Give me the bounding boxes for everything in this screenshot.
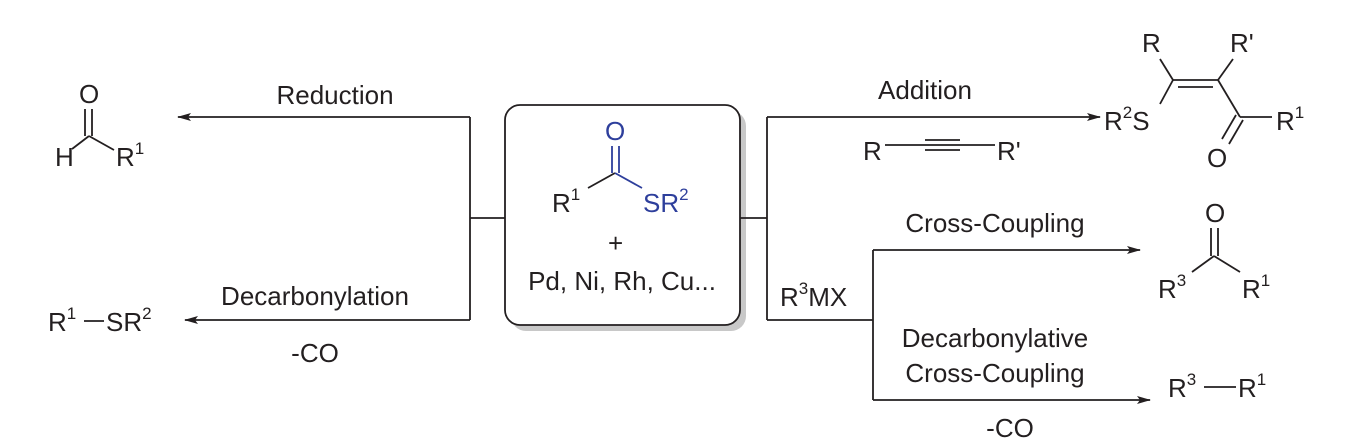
thioester-r1: R1 [552, 185, 580, 218]
addition-label: Addition [878, 75, 972, 105]
decarbonylative-label-2: Cross-Coupling [905, 358, 1084, 388]
coupled-r1: R1 [1238, 370, 1266, 403]
bond [1213, 255, 1241, 273]
bond [1217, 58, 1234, 81]
aldehyde-product: O H R1 [55, 79, 144, 172]
vinyl-sulfide-product: R R' R2S O R1 [1104, 28, 1304, 173]
product-r2s: R2S [1104, 103, 1150, 136]
sulfide-sr2: SR2 [106, 304, 152, 337]
aldehyde-oxygen: O [79, 79, 99, 109]
box-frame [504, 104, 741, 326]
bond [71, 135, 90, 150]
plus-sign: + [608, 228, 623, 258]
cross-coupling-label: Cross-Coupling [905, 208, 1084, 238]
bond [1159, 79, 1174, 105]
aldehyde-r1: R1 [116, 139, 144, 172]
thioester-sr2: SR2 [643, 185, 689, 218]
ketone-r1: R1 [1242, 271, 1270, 304]
bond [1191, 255, 1215, 273]
coupled-r3: R3 [1168, 370, 1196, 403]
coupled-product: R3 R1 [1168, 370, 1266, 403]
alkyne-reagent: R R' [863, 136, 1021, 166]
bond [88, 135, 115, 151]
ketone-oxygen: O [1205, 198, 1225, 228]
reagent-r3mx: R3MX [780, 279, 847, 312]
bond [1217, 79, 1241, 118]
ketone-r3: R3 [1158, 271, 1186, 304]
decarbonylative-minus-co: -CO [986, 413, 1034, 443]
bond [1221, 114, 1237, 140]
sulfide-r1: R1 [48, 304, 76, 337]
thioester-oxygen: O [605, 116, 625, 146]
alkyne-rprime: R' [997, 136, 1021, 166]
product-r: R [1142, 28, 1161, 58]
alkyne-r: R [863, 136, 882, 166]
reduction-label: Reduction [276, 80, 393, 110]
catalyst-box: O R1 SR2 + Pd, Ni, Rh, Cu... [504, 104, 746, 331]
bond [1159, 58, 1174, 81]
decarbonylative-label-1: Decarbonylative [902, 323, 1088, 353]
catalysts-label: Pd, Ni, Rh, Cu... [528, 266, 716, 296]
product-rprime: R' [1230, 28, 1254, 58]
product-r1: R1 [1276, 103, 1304, 136]
decarbonylation-minus-co: -CO [291, 338, 339, 368]
aldehyde-h: H [55, 142, 74, 172]
ketone-product: O R3 R1 [1158, 198, 1270, 304]
bond [1228, 119, 1244, 145]
sulfide-product: R1 SR2 [48, 304, 152, 337]
s-bond [614, 172, 643, 189]
product-oxygen: O [1207, 143, 1227, 173]
decarbonylation-label: Decarbonylation [221, 281, 409, 311]
r1-bond [587, 172, 616, 189]
